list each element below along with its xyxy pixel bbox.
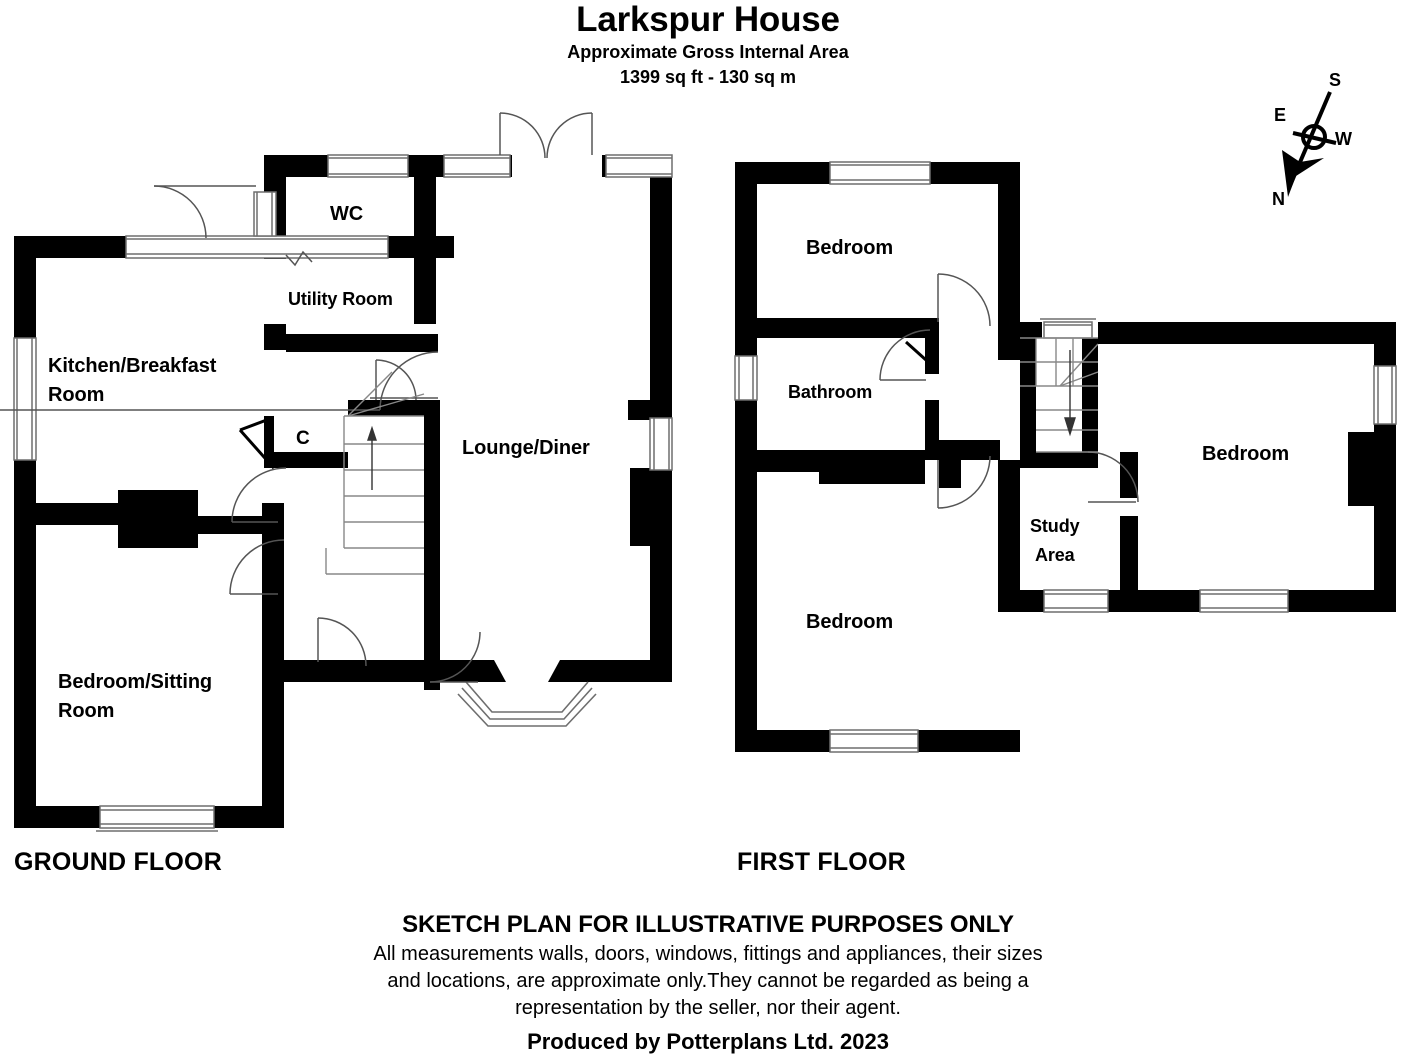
room-label-kitchen: Kitchen/Breakfast Room bbox=[48, 355, 217, 406]
room-label-bedroom-bottom: Bedroom bbox=[806, 611, 894, 633]
first-floor-walls bbox=[735, 162, 1396, 752]
disclaimer-line-3: representation by the seller, nor their … bbox=[515, 997, 901, 1019]
ground-floor-title: GROUND FLOOR bbox=[14, 848, 222, 876]
room-label-bedroom-right: Bedroom bbox=[1202, 443, 1290, 465]
gross-area-line-1: Approximate Gross Internal Area bbox=[567, 42, 849, 62]
first-floor-door-swings bbox=[879, 273, 1139, 509]
compass-label-north: N bbox=[1272, 189, 1285, 209]
room-label-lounge: Lounge/Diner bbox=[462, 437, 590, 459]
first-floor-windows bbox=[734, 161, 1397, 753]
disclaimer-line-1: All measurements walls, doors, windows, … bbox=[373, 943, 1043, 965]
footer-block: SKETCH PLAN FOR ILLUSTRATIVE PURPOSES ON… bbox=[0, 908, 1416, 1058]
ground-floor-staircase bbox=[325, 371, 425, 575]
room-label-bathroom: Bathroom bbox=[788, 382, 873, 402]
room-label-bedroom-sitting: Bedroom/Sitting Room bbox=[58, 671, 213, 722]
compass-label-south: S bbox=[1329, 70, 1342, 90]
page-title: Larkspur House bbox=[576, 0, 840, 39]
first-floor-staircase bbox=[1020, 337, 1099, 453]
first-floor-plan bbox=[734, 161, 1397, 753]
room-label-wc: WC bbox=[330, 203, 364, 225]
lounge-bay-window bbox=[457, 660, 597, 727]
ground-floor-door-swings bbox=[0, 112, 593, 683]
room-label-utility: Utility Room bbox=[288, 289, 393, 309]
room-label-study-area: Study Area bbox=[1030, 516, 1080, 565]
compass-rose bbox=[1282, 91, 1337, 197]
disclaimer-line-2: and locations, are approximate only.They… bbox=[387, 970, 1029, 992]
producer-credit: Produced by Potterplans Ltd. 2023 bbox=[527, 1029, 889, 1054]
room-label-cupboard: C bbox=[296, 428, 310, 449]
ground-floor-windows bbox=[13, 154, 673, 832]
ground-floor-plan bbox=[0, 112, 673, 832]
title-block: Larkspur House Approximate Gross Interna… bbox=[0, 0, 1416, 90]
first-floor-title: FIRST FLOOR bbox=[737, 848, 906, 876]
compass-label-west: W bbox=[1335, 129, 1352, 149]
compass-label-east: E bbox=[1274, 105, 1287, 125]
gross-area-line-2: 1399 sq ft - 130 sq m bbox=[619, 67, 797, 87]
room-label-bedroom-top: Bedroom bbox=[806, 237, 894, 259]
disclaimer-heading: SKETCH PLAN FOR ILLUSTRATIVE PURPOSES ON… bbox=[402, 911, 1014, 938]
